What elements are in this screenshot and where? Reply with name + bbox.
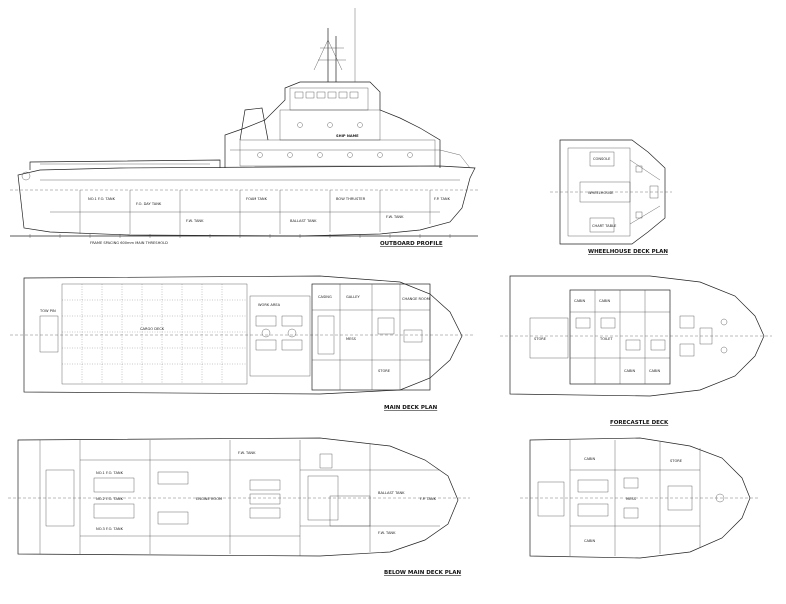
- tank-label: BOW THRUSTER: [336, 197, 366, 201]
- tank-label: F.P. TANK: [434, 197, 451, 201]
- area-label: WORK AREA: [258, 303, 281, 307]
- tank-label: NO.1 F.O. TANK: [96, 471, 124, 475]
- area-label: CHANGE ROOM: [402, 297, 430, 301]
- forecastle-deck: CABIN CABIN CABIN CABIN TOILET STORE FOR…: [500, 275, 772, 426]
- tank-label: F.W. TANK: [386, 215, 404, 219]
- room-label: CABIN: [624, 369, 635, 373]
- room-label: CABIN: [574, 299, 585, 303]
- tank-label: FOAM TANK: [246, 197, 268, 201]
- area-label: CASING: [318, 295, 332, 299]
- tank-label: BALLAST TANK: [378, 491, 405, 495]
- room-label: STORE: [670, 459, 683, 463]
- forecastle-deck-caption: FORECASTLE DECK: [610, 420, 669, 426]
- room-label: CABIN: [584, 457, 595, 461]
- tank-label: NO.3 F.O. TANK: [96, 527, 124, 531]
- area-label: MESS: [346, 337, 357, 341]
- room-label: MESS: [626, 497, 637, 501]
- frame-spacing-note: FRAME SPACING 600mm MAIN THRESHOLD: [90, 241, 168, 245]
- tank-label: F.W. TANK: [238, 451, 256, 455]
- area-label: STORE: [378, 369, 391, 373]
- tank-label: F.O. DAY TANK: [136, 202, 162, 206]
- wheelhouse-deck-caption: WHEELHOUSE DECK PLAN: [588, 249, 668, 255]
- room-label: STORE: [534, 337, 547, 341]
- tank-label: F.W. TANK: [378, 531, 396, 535]
- room-label: CABIN: [599, 299, 610, 303]
- outboard-profile-caption: OUTBOARD PROFILE: [380, 241, 443, 247]
- room-label: WHEELHOUSE: [588, 191, 614, 195]
- room-label: CABIN: [584, 539, 595, 543]
- tank-label: BALLAST TANK: [290, 219, 317, 223]
- room-label: CHART TABLE: [592, 224, 617, 228]
- tank-label: NO.2 F.O. TANK: [96, 497, 124, 501]
- room-label: CONSOLE: [593, 157, 611, 161]
- tank-label: NO.1 F.O. TANK: [88, 197, 116, 201]
- area-label: TOW PIN: [39, 309, 56, 313]
- room-label: CABIN: [649, 369, 660, 373]
- below-main-deck-caption: BELOW MAIN DECK PLAN: [384, 570, 462, 576]
- main-deck-plan: CARGO DECK TOW PIN WORK AREA CASING GALL…: [10, 275, 475, 411]
- outboard-profile: SHIP NAME FRAME SPACING 600mm MAIN THRES…: [10, 8, 478, 247]
- tank-label: ENGINE ROOM: [196, 497, 222, 501]
- lower-deck-plan: CABIN CABIN MESS STORE: [520, 437, 760, 559]
- room-label: TOILET: [599, 337, 613, 341]
- tank-label: F.W. TANK: [186, 219, 204, 223]
- wheelhouse-deck-plan: CONSOLE WHEELHOUSE CHART TABLE WHEELHOUS…: [550, 139, 672, 255]
- area-label: CARGO DECK: [140, 327, 165, 331]
- ship-name-label: SHIP NAME: [336, 134, 359, 138]
- area-label: GALLEY: [346, 295, 361, 299]
- main-deck-caption: MAIN DECK PLAN: [384, 405, 438, 411]
- below-main-deck-plan: NO.1 F.O. TANK NO.2 F.O. TANK NO.3 F.O. …: [8, 437, 470, 576]
- tank-label: F.P. TANK: [420, 497, 437, 501]
